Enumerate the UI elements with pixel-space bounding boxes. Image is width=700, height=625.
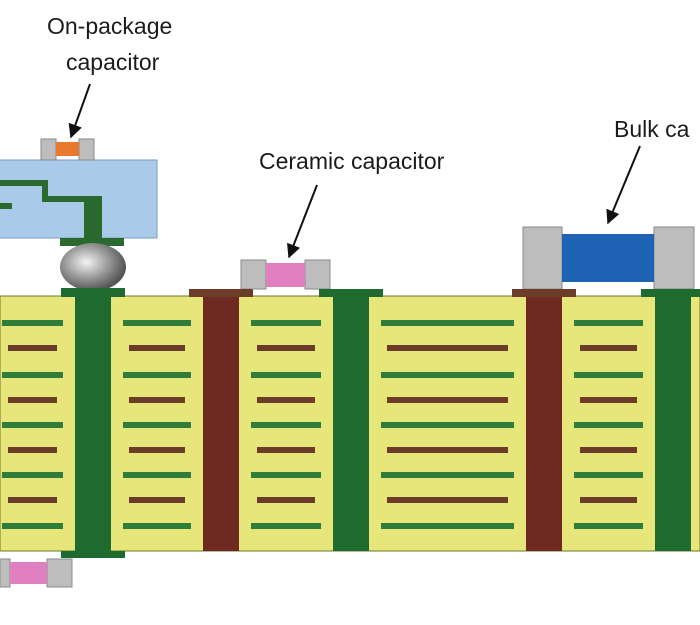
on-package-cap-body [56, 142, 79, 156]
ceramic-cap-pad-left [190, 289, 252, 296]
plane-trace-3-4 [580, 397, 637, 403]
plane-trace-7-3 [387, 497, 508, 503]
plane-trace-0-4 [574, 320, 643, 326]
bulk-cap-terminal-right [653, 226, 695, 290]
plane-trace-6-4 [574, 472, 643, 478]
plane-trace-8-4 [574, 523, 643, 529]
solder-ball-board-pad [61, 288, 125, 296]
plane-trace-7-1 [129, 497, 185, 503]
plane-trace-5-4 [580, 447, 637, 453]
ceramic-cap-terminal-right [304, 259, 331, 290]
bottom-cap-body [10, 562, 47, 584]
plane-trace-7-2 [257, 497, 315, 503]
ceramic-cap-body [266, 263, 305, 287]
ceramic-capacitor-label: Ceramic capacitor [259, 148, 445, 174]
plane-trace-3-0 [8, 397, 57, 403]
via-ground-1 [203, 296, 239, 551]
plane-trace-1-1 [129, 345, 185, 351]
plane-trace-1-2 [257, 345, 315, 351]
plane-trace-8-3 [381, 523, 514, 529]
plane-trace-4-3 [381, 422, 514, 428]
plane-trace-3-1 [129, 397, 185, 403]
on-package-cap-terminal-right [78, 138, 95, 161]
plane-trace-0-2 [251, 320, 321, 326]
via-bottom-pad-0 [61, 551, 125, 558]
plane-trace-2-4 [574, 372, 643, 378]
package-trace-upper [0, 180, 86, 202]
plane-trace-7-0 [8, 497, 57, 503]
plane-trace-3-2 [257, 397, 315, 403]
on-package-label-line2: capacitor [66, 49, 160, 75]
plane-trace-5-1 [129, 447, 185, 453]
plane-trace-1-4 [580, 345, 637, 351]
bulk-capacitor-label: Bulk ca [614, 116, 690, 142]
plane-trace-3-3 [387, 397, 508, 403]
plane-trace-2-0 [2, 372, 63, 378]
bulk-cap-pad-right [641, 289, 700, 296]
plane-trace-8-1 [123, 523, 191, 529]
via-power-2 [333, 296, 369, 551]
via-ground-3 [526, 296, 562, 551]
bottom-cap-terminal-right [46, 558, 73, 588]
plane-trace-4-4 [574, 422, 643, 428]
on-package-cap-terminal-left [40, 138, 57, 161]
plane-trace-7-4 [580, 497, 637, 503]
plane-trace-1-0 [8, 345, 57, 351]
bulk-cap-body [562, 234, 654, 282]
plane-trace-6-2 [251, 472, 321, 478]
ceramic-arrow [287, 184, 318, 259]
plane-trace-0-1 [123, 320, 191, 326]
plane-trace-4-2 [251, 422, 321, 428]
plane-trace-4-1 [123, 422, 191, 428]
plane-trace-8-0 [2, 523, 63, 529]
via-power-4 [655, 296, 691, 551]
plane-trace-5-0 [8, 447, 57, 453]
plane-trace-5-2 [257, 447, 315, 453]
on-package-label-line1: On-package [47, 13, 173, 39]
plane-trace-0-0 [2, 320, 63, 326]
via-power-0 [75, 296, 111, 551]
plane-trace-2-1 [123, 372, 191, 378]
plane-trace-4-0 [2, 422, 63, 428]
ceramic-cap-pad-right [319, 289, 383, 296]
bulk-cap-terminal-left [522, 226, 563, 290]
on-package-arrow [68, 83, 91, 139]
plane-trace-2-3 [381, 372, 514, 378]
plane-trace-1-3 [387, 345, 508, 351]
plane-trace-5-3 [387, 447, 508, 453]
package-trace-stub [0, 203, 12, 209]
bulk-cap-pad-left [512, 289, 576, 296]
plane-trace-6-0 [2, 472, 63, 478]
plane-trace-0-3 [381, 320, 514, 326]
solder-ball [60, 243, 126, 291]
package-trace-via [84, 196, 102, 238]
bulk-arrow [606, 145, 641, 225]
plane-trace-6-1 [123, 472, 191, 478]
bottom-cap-terminal-left [0, 558, 11, 588]
package-bottom-pad [60, 238, 124, 246]
plane-trace-8-2 [251, 523, 321, 529]
plane-trace-2-2 [251, 372, 321, 378]
plane-trace-6-3 [381, 472, 514, 478]
ceramic-cap-terminal-left [240, 259, 267, 290]
